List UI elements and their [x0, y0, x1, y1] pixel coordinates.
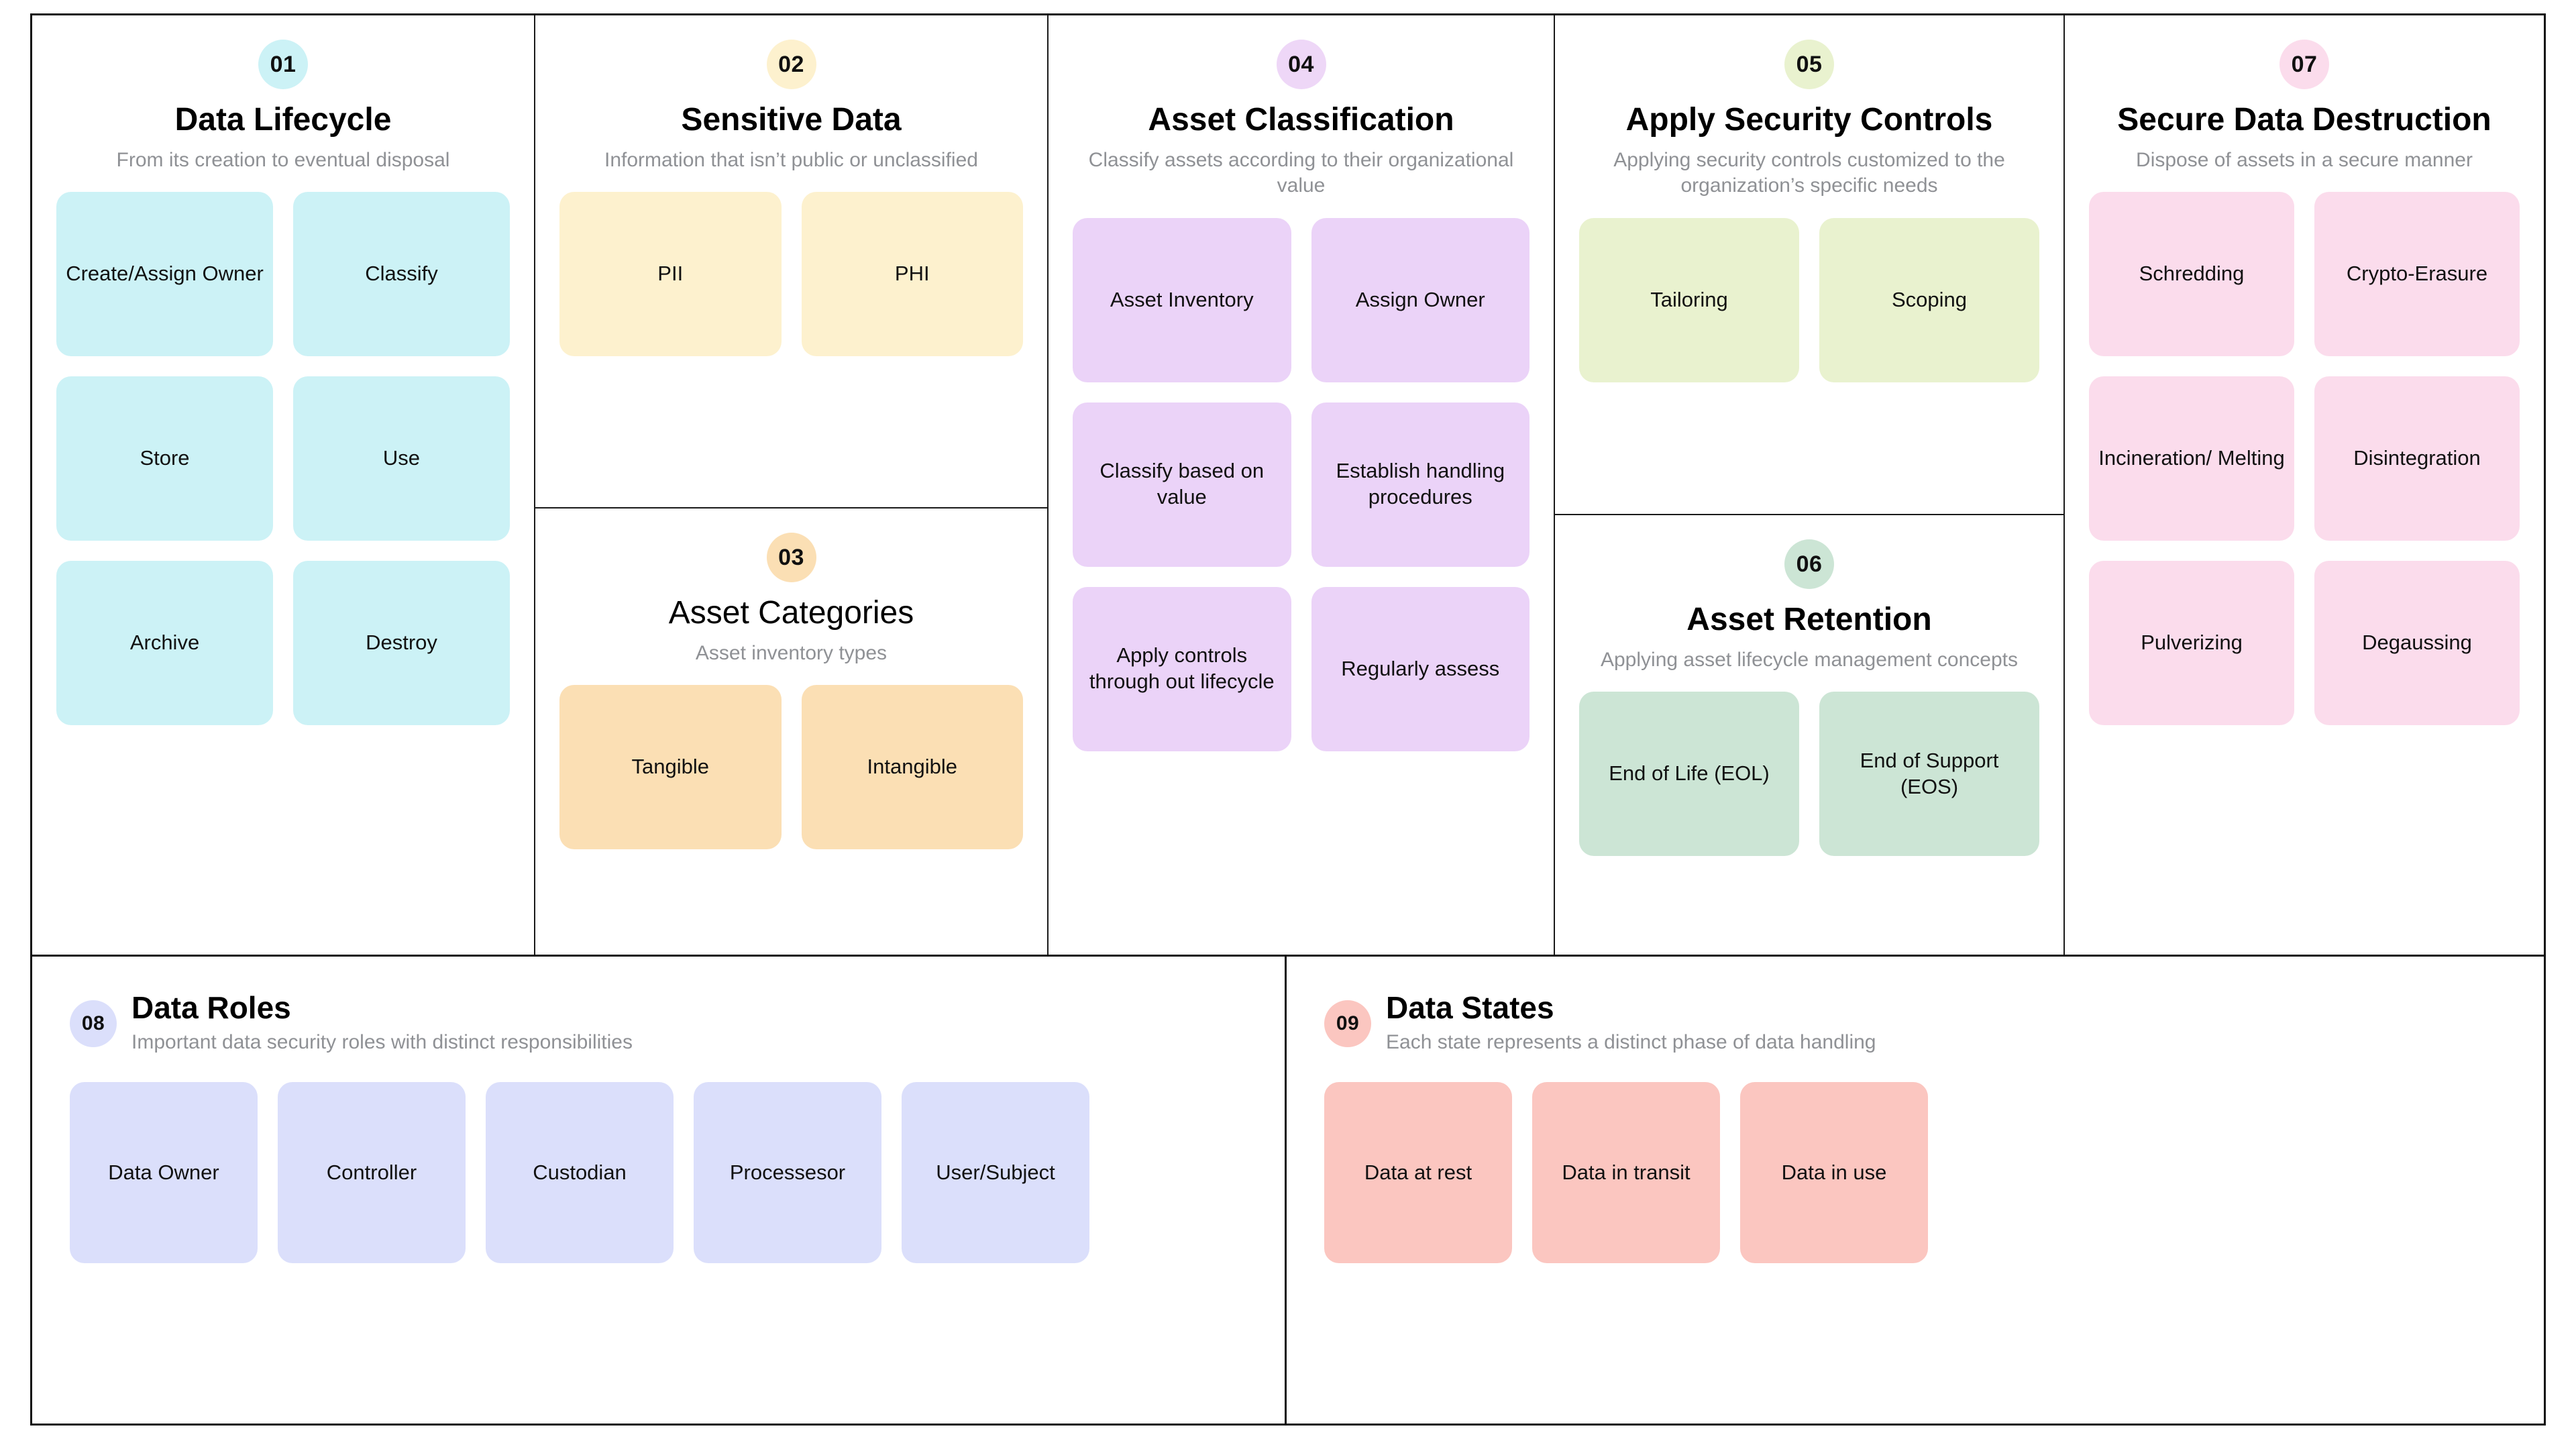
tile[interactable]: Data in transit — [1532, 1082, 1720, 1264]
section-subtitle-04: Classify assets according to their organ… — [1088, 148, 1514, 197]
tile[interactable]: Classify based on value — [1073, 402, 1291, 567]
tile[interactable]: Store — [56, 376, 273, 541]
tile[interactable]: Data in use — [1740, 1082, 1928, 1264]
section-subtitle-06: Applying asset lifecycle management conc… — [1600, 648, 2018, 671]
tile[interactable]: Data Owner — [70, 1082, 258, 1264]
tile[interactable]: User/Subject — [902, 1082, 1089, 1264]
section-title-05: Apply Security Controls — [1625, 102, 1993, 138]
tile[interactable]: Intangible — [801, 685, 1023, 850]
tile[interactable]: Degaussing — [2314, 561, 2520, 726]
bottom-sections-row: 08 Data Roles Important data security ro… — [32, 955, 2544, 1424]
section-subtitle-09: Each state represents a distinct phase o… — [1386, 1031, 1876, 1054]
top-sections-row: 01 Data Lifecycle From its creation to e… — [32, 15, 2544, 955]
section-number-bubble-04: 04 — [1276, 40, 1326, 89]
section-panel-07: 07 Secure Data Destruction Dispose of as… — [2065, 15, 2544, 955]
tile[interactable]: Pulverizing — [2089, 561, 2294, 726]
tile[interactable]: Regularly assess — [1311, 586, 1529, 751]
tile[interactable]: PHI — [801, 192, 1023, 357]
tile[interactable]: Crypto-Erasure — [2314, 192, 2520, 357]
section-title-07: Secure Data Destruction — [2117, 102, 2491, 138]
section-panel-08: 08 Data Roles Important data security ro… — [32, 957, 1287, 1424]
section-subtitle-08: Important data security roles with disti… — [131, 1031, 633, 1054]
section-number-bubble-01: 01 — [258, 40, 308, 89]
tile[interactable]: Custodian — [486, 1082, 674, 1264]
section-number-bubble-07: 07 — [2279, 40, 2329, 89]
tile[interactable]: Assign Owner — [1311, 217, 1529, 382]
tile-grid-06: End of Life (EOL)End of Support (EOS) — [1579, 692, 2039, 932]
section-panel-06: 06 Asset Retention Applying asset lifecy… — [1555, 515, 2063, 955]
tile[interactable]: End of Support (EOS) — [1819, 692, 2039, 857]
section-number-bubble-02: 02 — [766, 40, 816, 89]
column-asset-classification: 04 Asset Classification Classify assets … — [1049, 15, 1555, 955]
section-subtitle-03: Asset inventory types — [695, 641, 888, 664]
tile[interactable]: Establish handling procedures — [1311, 402, 1529, 567]
tile[interactable]: Use — [293, 376, 510, 541]
section-subtitle-01: From its creation to eventual disposal — [116, 148, 450, 171]
tile[interactable]: Incineration/ Melting — [2089, 376, 2294, 541]
column-data-lifecycle: 01 Data Lifecycle From its creation to e… — [32, 15, 535, 955]
tile[interactable]: Asset Inventory — [1073, 217, 1291, 382]
tile[interactable]: Classify — [293, 192, 510, 357]
section-panel-09: 09 Data States Each state represents a d… — [1287, 957, 2544, 1424]
tile[interactable]: Data at rest — [1324, 1082, 1512, 1264]
section-number-bubble-08: 08 — [70, 1000, 117, 1047]
column-sensitive-data-and-categories: 02 Sensitive Data Information that isn’t… — [535, 15, 1049, 955]
section-title-02: Sensitive Data — [681, 102, 902, 138]
section-title-06: Asset Retention — [1686, 602, 1932, 637]
section-title-01: Data Lifecycle — [174, 102, 392, 138]
tile[interactable]: Tailoring — [1579, 217, 1799, 382]
column-security-controls-and-retention: 05 Apply Security Controls Applying secu… — [1555, 15, 2065, 955]
section-number-bubble-09: 09 — [1324, 1000, 1371, 1047]
section-title-03: Asset Categories — [668, 595, 914, 631]
tile[interactable]: Create/Assign Owner — [56, 192, 273, 357]
section-panel-01: 01 Data Lifecycle From its creation to e… — [32, 15, 534, 955]
section-number-bubble-06: 06 — [1784, 539, 1834, 589]
tile[interactable]: Controller — [278, 1082, 466, 1264]
section-title-09: Data States — [1386, 990, 1554, 1025]
tile[interactable]: PII — [559, 192, 782, 357]
section-subtitle-05: Applying security controls customized to… — [1613, 148, 2005, 197]
section-subtitle-02: Information that isn’t public or unclass… — [604, 148, 978, 171]
section-panel-05: 05 Apply Security Controls Applying secu… — [1555, 15, 2063, 515]
column-secure-data-destruction: 07 Secure Data Destruction Dispose of as… — [2065, 15, 2544, 955]
section-panel-02: 02 Sensitive Data Information that isn’t… — [535, 15, 1047, 508]
tile[interactable]: Scoping — [1819, 217, 2039, 382]
tile[interactable]: Destroy — [293, 561, 510, 726]
section-title-08: Data Roles — [131, 990, 291, 1025]
section-title-04: Asset Classification — [1148, 102, 1454, 138]
section-number-bubble-03: 03 — [766, 533, 816, 582]
infographic-board: 01 Data Lifecycle From its creation to e… — [30, 13, 2546, 1426]
tile[interactable]: Schredding — [2089, 192, 2294, 357]
tile[interactable]: Disintegration — [2314, 376, 2520, 541]
tile[interactable]: Apply controls through out lifecycle — [1073, 586, 1291, 751]
section-header-09: 09 Data States Each state represents a d… — [1324, 991, 2506, 1055]
tile[interactable]: End of Life (EOL) — [1579, 692, 1799, 857]
section-header-08: 08 Data Roles Important data security ro… — [70, 991, 1247, 1055]
section-subtitle-07: Dispose of assets in a secure manner — [2136, 148, 2473, 171]
section-panel-03: 03 Asset Categories Asset inventory type… — [535, 508, 1047, 955]
tile[interactable]: Tangible — [559, 685, 782, 850]
section-number-bubble-05: 05 — [1784, 40, 1834, 89]
tile[interactable]: Processesor — [694, 1082, 881, 1264]
tile[interactable]: Archive — [56, 561, 273, 726]
section-panel-04: 04 Asset Classification Classify assets … — [1049, 15, 1554, 955]
